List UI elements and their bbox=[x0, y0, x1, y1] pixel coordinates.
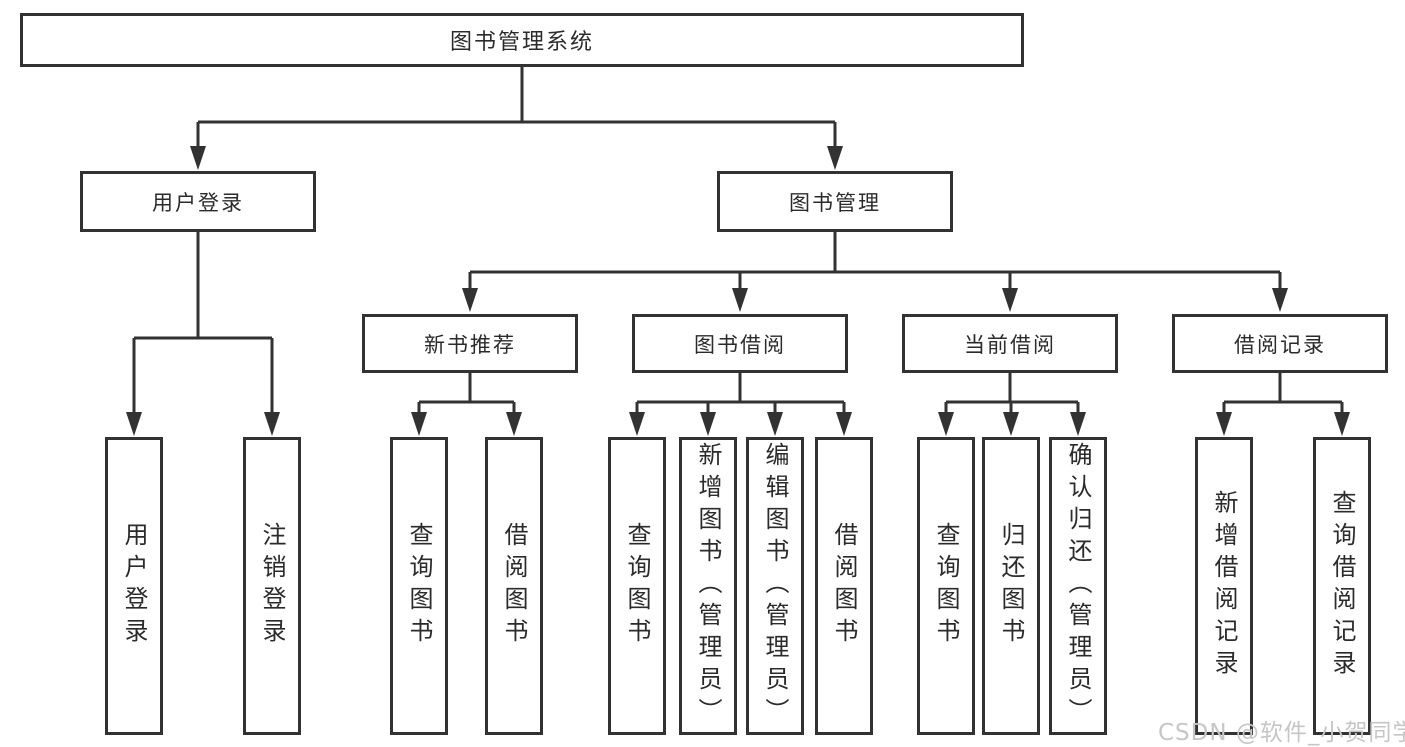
leaf-query-books-1: 查询图书 bbox=[390, 437, 448, 735]
leaf-add-borrow-record: 新增借阅记录 bbox=[1195, 437, 1253, 735]
node-new-book-recommend: 新书推荐 bbox=[362, 314, 578, 373]
node-book-management: 图书管理 bbox=[717, 171, 953, 232]
leaf-logout: 注销登录 bbox=[243, 437, 301, 735]
node-user-login: 用户登录 bbox=[80, 171, 316, 232]
leaf-add-books-admin: 新增图书（管理员） bbox=[679, 437, 737, 735]
leaf-edit-books-admin: 编辑图书（管理员） bbox=[746, 437, 804, 735]
leaf-user-login: 用户登录 bbox=[105, 437, 163, 735]
leaf-borrow-books-1: 借阅图书 bbox=[485, 437, 543, 735]
leaf-confirm-return-admin: 确认归还（管理员） bbox=[1049, 437, 1107, 735]
leaf-return-books: 归还图书 bbox=[982, 437, 1040, 735]
node-root-system: 图书管理系统 bbox=[20, 13, 1024, 67]
leaf-borrow-books-2: 借阅图书 bbox=[815, 437, 873, 735]
node-book-borrow: 图书借阅 bbox=[632, 314, 848, 373]
node-current-borrow: 当前借阅 bbox=[902, 314, 1118, 373]
csdn-watermark: CSDN @软件_小贺同学 bbox=[1158, 720, 1405, 746]
node-borrow-records: 借阅记录 bbox=[1172, 314, 1388, 373]
leaf-query-books-2: 查询图书 bbox=[608, 437, 666, 735]
leaf-query-borrow-record: 查询借阅记录 bbox=[1313, 437, 1371, 735]
leaf-query-books-3: 查询图书 bbox=[917, 437, 975, 735]
